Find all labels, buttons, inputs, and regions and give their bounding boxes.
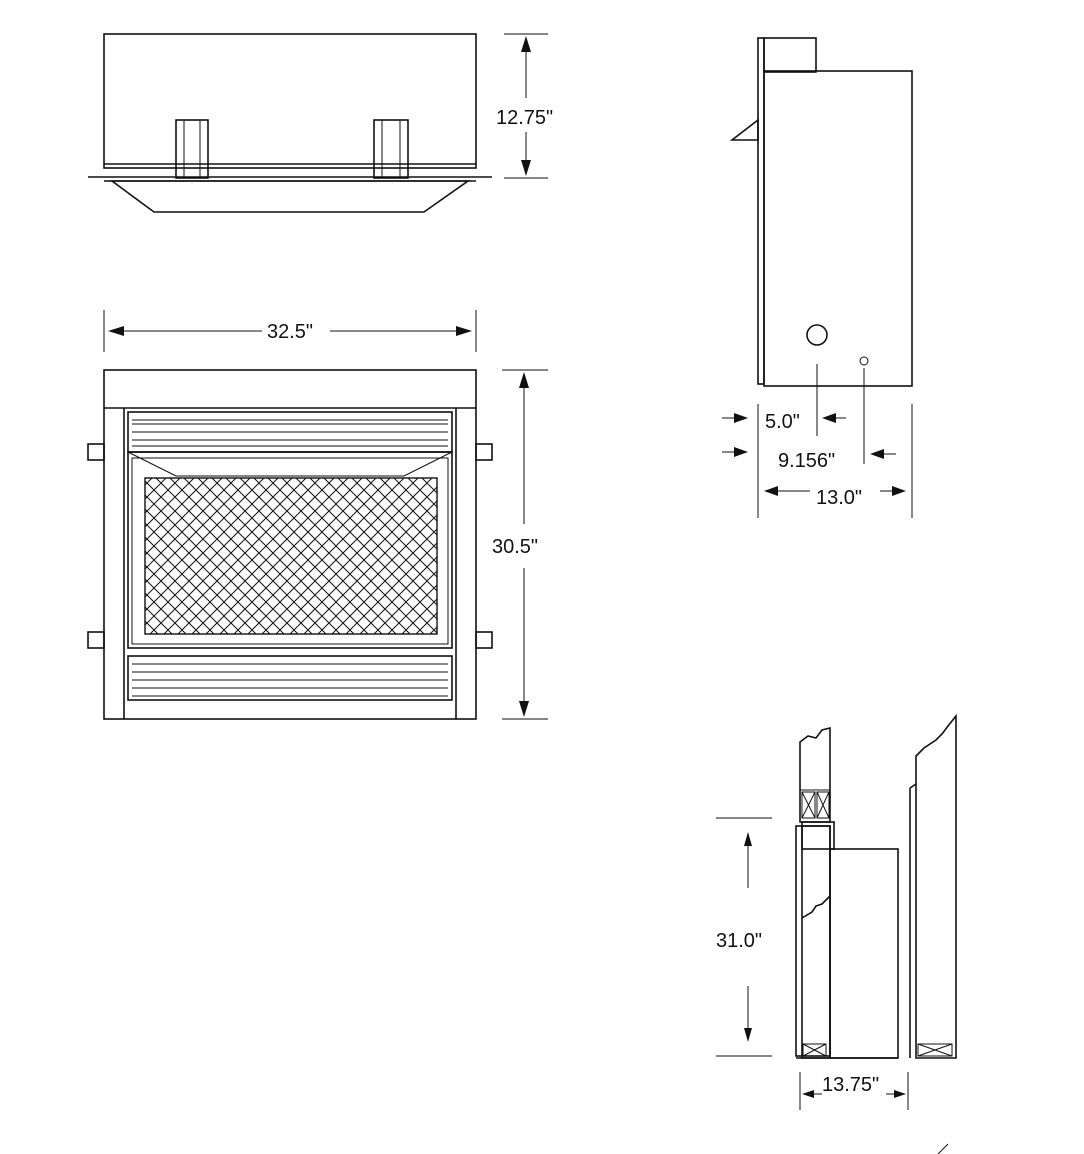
dimension-install-depth: 13.75" (799, 1072, 909, 1110)
dimension-label-install-height: 31.0" (716, 930, 762, 952)
nailing-tab-left-top (87, 443, 105, 461)
lattice-screen (144, 477, 438, 635)
dimension-side-inlet: 5.0" (722, 411, 846, 433)
upper-louver (127, 411, 453, 453)
dimension-side-depth: 13.0" (764, 486, 906, 509)
dimension-label-install-depth: 13.75" (822, 1074, 879, 1096)
dimension-label-side-inlet: 5.0" (765, 411, 800, 433)
dimension-label-top-depth: 12.75" (496, 107, 553, 129)
installation-section: 31.0" 13.75" (716, 713, 957, 1110)
dimension-front-height: 30.5" (492, 369, 548, 720)
flue-collar-left (175, 119, 209, 179)
dimension-front-width: 32.5" (103, 310, 477, 352)
dimension-label-side-depth: 13.0" (816, 487, 862, 509)
dimension-label-front-width: 32.5" (267, 321, 313, 343)
nailing-tab-left-bottom (87, 631, 105, 649)
side-view: 5.0" 9.156" 13.0" (722, 37, 913, 518)
lower-louver (127, 655, 453, 701)
dimension-side-gas: 9.156" (722, 447, 896, 472)
gas-inlet-icon (806, 324, 828, 346)
nailing-tab-right-bottom (475, 631, 493, 649)
top-view: 12.75" (88, 33, 553, 213)
scan-mark (937, 1143, 949, 1154)
dimension-install-height: 31.0" (716, 817, 772, 1057)
glass-door (127, 451, 453, 649)
dimension-top-depth: 12.75" (496, 33, 553, 179)
front-view: 32.5" (87, 310, 548, 720)
gas-connection-icon (859, 356, 869, 366)
flue-collar-right (373, 119, 409, 179)
dimension-label-front-height: 30.5" (492, 536, 538, 558)
nailing-tab-right-top (475, 443, 493, 461)
dimension-label-side-gas: 9.156" (778, 450, 835, 472)
